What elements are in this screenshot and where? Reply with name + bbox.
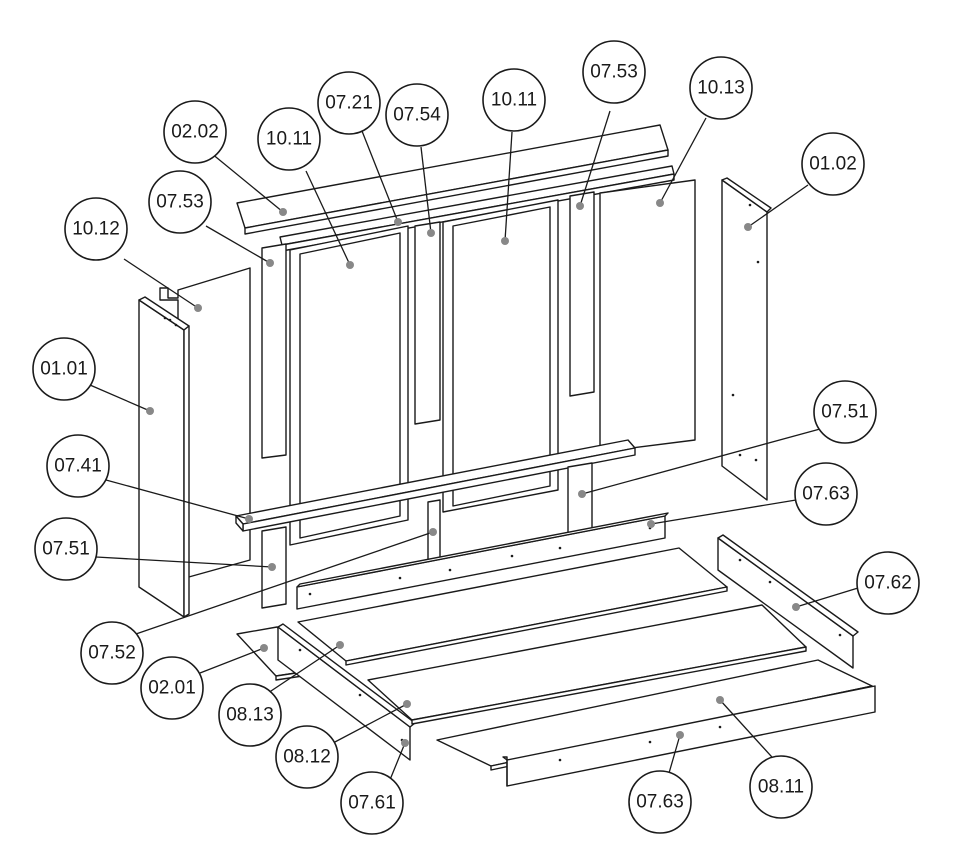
- callout-label: 10.11: [491, 90, 537, 111]
- callout-label: 07.61: [348, 793, 396, 814]
- callout-label: 10.11: [266, 129, 312, 150]
- part-front-base-rail: [502, 685, 876, 787]
- part-top-panel: [236, 124, 669, 235]
- callout-label: 07.51: [42, 539, 90, 560]
- callout-label: 01.01: [40, 359, 88, 380]
- callout-label: 02.01: [148, 678, 196, 699]
- callout-label: 10.12: [72, 219, 120, 240]
- callout-07-62: 07.62: [856, 551, 920, 615]
- callout-07-51-right: 07.51: [813, 380, 877, 444]
- callout-label: 01.02: [809, 154, 857, 175]
- callout-label: 07.62: [864, 573, 912, 594]
- callout-label: 07.63: [802, 484, 850, 505]
- part-side-panel-right: [721, 177, 772, 501]
- part-back-panel-center: [442, 199, 559, 513]
- callout-08-11: 08.11: [749, 755, 813, 819]
- part-back-base-rail: [296, 512, 669, 610]
- callout-label: 02.02: [171, 122, 219, 143]
- part-side-panel-left: [138, 296, 190, 618]
- callout-07-61: 07.61: [340, 771, 404, 835]
- part-middle-rail: [235, 439, 636, 532]
- part-lower-stile-right: [567, 462, 593, 537]
- callout-07-54: 07.54: [385, 83, 449, 147]
- part-shelf-back: [297, 547, 728, 666]
- callout-label: 07.53: [590, 62, 638, 83]
- callout-label: 08.13: [226, 705, 274, 726]
- part-stile-middle: [414, 221, 441, 425]
- callout-label: 07.21: [325, 93, 373, 114]
- callout-08-13: 08.13: [218, 683, 282, 747]
- callout-07-63-lower: 07.63: [628, 770, 692, 834]
- callout-07-41: 07.41: [46, 434, 110, 498]
- callout-10-12: 10.12: [64, 197, 128, 261]
- callout-label: 10.13: [697, 78, 745, 99]
- callout-07-52: 07.52: [80, 621, 144, 685]
- callout-label: 07.54: [393, 105, 441, 126]
- callout-10-11-left: 10.11: [257, 107, 321, 171]
- callout-10-11-center: 10.11: [482, 68, 546, 132]
- callout-01-02: 01.02: [801, 132, 865, 196]
- callout-07-21: 07.21: [317, 71, 381, 135]
- leader-lines: [89, 110, 859, 793]
- callout-label: 07.51: [821, 402, 869, 423]
- callout-02-02-top: 02.02: [163, 100, 227, 164]
- part-shelf-middle: [367, 604, 807, 725]
- callout-07-51-left: 07.51: [34, 517, 98, 581]
- part-stile-left: [261, 243, 287, 459]
- part-back-panel-right: [599, 179, 696, 453]
- callout-08-12: 08.12: [275, 725, 339, 789]
- callout-label: 07.41: [54, 456, 102, 477]
- callout-label: 07.52: [88, 643, 136, 664]
- part-stile-right: [569, 191, 595, 397]
- part-back-panel-left: [289, 225, 409, 546]
- callout-label: 08.12: [283, 747, 331, 768]
- callout-07-63-upper: 07.63: [794, 462, 858, 526]
- callout-label: 07.53: [156, 192, 204, 213]
- callout-label: 07.63: [636, 792, 684, 813]
- callout-10-13: 10.13: [689, 56, 753, 120]
- callout-01-01: 01.01: [32, 337, 96, 401]
- anchor-dots: [146, 199, 800, 747]
- callout-07-53-left: 07.53: [148, 170, 212, 234]
- callout-label: 08.11: [758, 777, 804, 798]
- callout-07-53-right: 07.53: [582, 40, 646, 104]
- callout-02-01: 02.01: [140, 656, 204, 720]
